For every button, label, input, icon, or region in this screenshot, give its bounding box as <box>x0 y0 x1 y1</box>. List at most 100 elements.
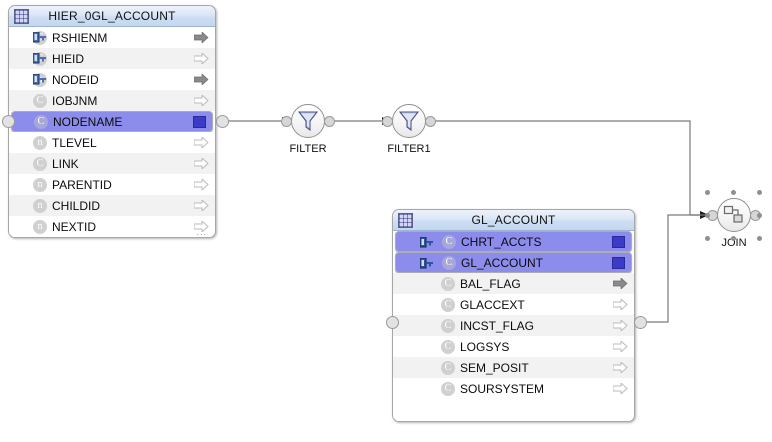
unmapped-arrow-icon[interactable] <box>194 95 209 106</box>
column-type-badge: C <box>441 318 455 333</box>
operator-output-port[interactable] <box>425 116 436 127</box>
column-name: CHRT_ACCTS <box>461 234 542 249</box>
table-row[interactable]: C RSHIENM <box>9 27 215 48</box>
column-port-right[interactable] <box>634 316 647 329</box>
selection-handle[interactable] <box>731 190 736 195</box>
table-column-list: C RSHIENM C HIEID <box>9 27 215 237</box>
column-name: CHILDID <box>52 198 101 213</box>
table-grid-icon <box>398 213 413 228</box>
mapped-arrow-icon[interactable] <box>194 74 209 85</box>
operator-output-port[interactable] <box>324 116 335 127</box>
funnel-icon <box>399 111 419 132</box>
column-name: HIEID <box>52 51 85 66</box>
unmapped-arrow-icon[interactable] <box>194 200 209 211</box>
primary-key-icon <box>420 258 433 269</box>
unmapped-arrow-icon[interactable] <box>194 158 209 169</box>
operator-node-join[interactable]: JOIN <box>707 198 761 249</box>
table-row[interactable]: C LOGSYS <box>393 336 634 357</box>
column-name: LOGSYS <box>460 339 510 354</box>
column-name: BAL_FLAG <box>460 276 521 291</box>
table-row[interactable]: n TLEVEL <box>9 132 215 153</box>
table-header[interactable]: HIER_0GL_ACCOUNT <box>9 6 215 27</box>
more-columns-indicator[interactable]: ... <box>196 227 207 237</box>
primary-key-icon <box>33 53 46 64</box>
selection-handle[interactable] <box>757 236 762 241</box>
column-name: NODENAME <box>53 114 123 129</box>
column-name: SOURSYSTEM <box>460 381 545 396</box>
unmapped-arrow-icon[interactable] <box>613 320 628 331</box>
table-row[interactable]: n NODEID <box>9 69 215 90</box>
table-row[interactable]: C IOBJNM <box>9 90 215 111</box>
funnel-icon <box>298 111 318 132</box>
operator-node-filter[interactable]: FILTER <box>281 104 335 155</box>
unmapped-arrow-icon[interactable] <box>613 383 628 394</box>
table-title: HIER_0GL_ACCOUNT <box>48 9 176 23</box>
column-type-badge: C <box>441 339 455 354</box>
table-row[interactable]: C LINK <box>9 153 215 174</box>
table-row[interactable]: n CHILDID <box>9 195 215 216</box>
unmapped-arrow-icon[interactable] <box>613 362 628 373</box>
column-name: SEM_POSIT <box>460 360 529 375</box>
table-row[interactable]: n PARENTID <box>9 174 215 195</box>
operator-input-port[interactable] <box>382 116 393 127</box>
column-type-badge: C <box>33 93 47 108</box>
mapped-square-icon[interactable] <box>612 235 625 248</box>
operator-label: JOIN <box>721 237 747 249</box>
table-row[interactable]: C GLACCEXT <box>393 294 634 315</box>
column-type-badge: C <box>441 360 455 375</box>
unmapped-arrow-icon[interactable] <box>613 341 628 352</box>
table-row[interactable]: C HIEID <box>9 48 215 69</box>
table-row[interactable]: C BAL_FLAG <box>393 273 634 294</box>
unmapped-arrow-icon[interactable] <box>194 53 209 64</box>
column-name: INCST_FLAG <box>460 318 535 333</box>
unmapped-arrow-icon[interactable] <box>194 221 209 232</box>
table-row-selected[interactable]: C CHRT_ACCTS <box>395 231 632 252</box>
table-title: GL_ACCOUNT <box>471 213 556 227</box>
selection-handle[interactable] <box>757 213 762 218</box>
column-type-badge: n <box>33 177 47 192</box>
column-type-badge: C <box>33 156 47 171</box>
column-name: NODEID <box>52 72 99 87</box>
column-name: IOBJNM <box>52 93 98 108</box>
table-row[interactable]: C INCST_FLAG <box>393 315 634 336</box>
selection-handle[interactable] <box>731 236 736 241</box>
column-type-badge: C <box>441 381 455 396</box>
column-port-right[interactable] <box>216 115 229 128</box>
selection-handle[interactable] <box>705 190 710 195</box>
unmapped-arrow-icon[interactable] <box>613 299 628 310</box>
column-name: GL_ACCOUNT <box>461 255 544 270</box>
operator-node-filter1[interactable]: FILTER1 <box>382 104 436 155</box>
table-header[interactable]: GL_ACCOUNT <box>393 210 634 231</box>
table-node-gl-account[interactable]: GL_ACCOUNT C CHRT_ACCTS <box>392 209 635 422</box>
primary-key-icon <box>420 237 433 248</box>
unmapped-arrow-icon[interactable] <box>194 179 209 190</box>
table-row-selected[interactable]: C NODENAME <box>11 111 213 132</box>
column-port-left[interactable] <box>2 115 15 128</box>
column-type-badge: n <box>33 219 47 234</box>
column-name: RSHIENM <box>52 30 108 45</box>
table-row[interactable]: C SOURSYSTEM <box>393 378 634 399</box>
join-icon <box>723 205 743 223</box>
mapped-arrow-icon[interactable] <box>194 32 209 43</box>
primary-key-icon <box>33 32 46 43</box>
table-row[interactable]: C SEM_POSIT <box>393 357 634 378</box>
primary-key-icon <box>33 74 46 85</box>
column-name: PARENTID <box>52 177 112 192</box>
column-port-left[interactable] <box>386 316 399 329</box>
column-type-badge: C <box>442 234 456 249</box>
mapped-square-icon[interactable] <box>612 256 625 269</box>
mapped-square-icon[interactable] <box>193 115 206 128</box>
selection-handle[interactable] <box>705 236 710 241</box>
selection-handle[interactable] <box>705 213 710 218</box>
mapped-arrow-icon[interactable] <box>613 278 628 289</box>
selection-handle[interactable] <box>757 190 762 195</box>
table-row-selected[interactable]: C GL_ACCOUNT <box>395 252 632 273</box>
table-node-hier-0gl-account[interactable]: HIER_0GL_ACCOUNT C RSHIENM <box>8 5 216 238</box>
column-type-badge: n <box>33 135 47 150</box>
table-row[interactable]: n NEXTID ... <box>9 216 215 237</box>
column-name: NEXTID <box>52 219 97 234</box>
unmapped-arrow-icon[interactable] <box>194 137 209 148</box>
column-type-badge: C <box>34 114 48 129</box>
operator-input-port[interactable] <box>281 116 292 127</box>
